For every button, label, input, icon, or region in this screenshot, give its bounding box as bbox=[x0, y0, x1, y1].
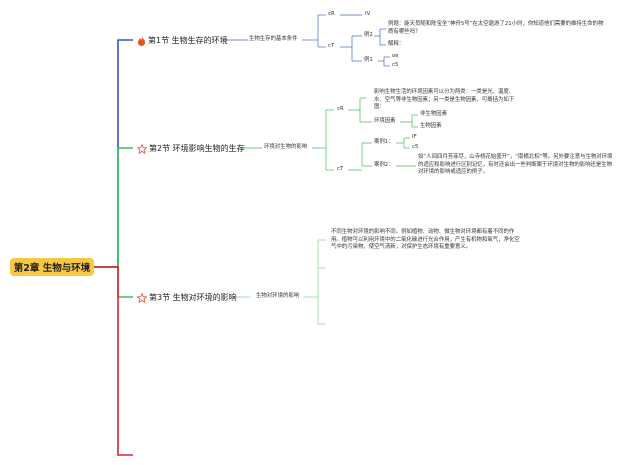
s1-ex1[interactable]: 例2 bbox=[364, 32, 373, 38]
s1-oe[interactable]: oe bbox=[392, 53, 399, 59]
s2-case2[interactable]: 案例2： bbox=[374, 162, 394, 168]
section-3-sub[interactable]: 生物对环境的影响 bbox=[256, 293, 300, 299]
s2-biotic[interactable]: 生物因素 bbox=[420, 123, 442, 129]
star-outline-icon bbox=[137, 292, 147, 303]
s2-ct[interactable]: cT bbox=[337, 166, 344, 172]
section2-lines bbox=[238, 97, 418, 171]
trunk-red bbox=[94, 266, 133, 456]
flame-icon bbox=[137, 35, 146, 46]
trunk-green bbox=[94, 147, 133, 268]
section-1-sub[interactable]: 生物生存的基本条件 bbox=[249, 36, 298, 42]
section-2-sub[interactable]: 环境对生物的影响 bbox=[264, 144, 308, 150]
section-3-title: 第3节 生物对环境的影响 bbox=[149, 293, 237, 302]
s2-factors[interactable]: 环境因素 bbox=[374, 118, 396, 124]
s1-ex2[interactable]: 例1 bbox=[364, 57, 373, 63]
s2-abiotic[interactable]: 非生物因素 bbox=[420, 111, 447, 117]
s1-ex1-text[interactable]: 例题：能天员随和陈宝坐“神舟5号”在太空遨游了21小时，你知道他们需要的维持生命… bbox=[388, 21, 604, 35]
root-title: 第2章 生物与环境 bbox=[13, 263, 91, 274]
s1-iv[interactable]: IV bbox=[365, 11, 371, 17]
trunk-green-lower bbox=[94, 266, 133, 298]
section3-lines bbox=[230, 239, 326, 325]
section-1-topic[interactable]: 第1节 生物生存的环境 bbox=[137, 35, 228, 46]
s2-cr[interactable]: cR bbox=[337, 106, 344, 112]
section-2-title: 第2节 环境影响生物的生存 bbox=[149, 144, 245, 153]
s2-c5[interactable]: c5 bbox=[412, 144, 419, 150]
trunk-blue bbox=[94, 39, 133, 268]
s2-case2-text[interactable]: 如“人间四月芳菲尽，山寺桃花始盛开”，“南橘北枳”等。另外要注意与生物对环境的适… bbox=[418, 154, 613, 175]
s1-c5[interactable]: c5 bbox=[392, 62, 399, 68]
section-3-topic[interactable]: 第3节 生物对环境的影响 bbox=[137, 292, 237, 303]
section1-lines bbox=[222, 14, 390, 67]
s1-cr[interactable]: cR bbox=[328, 11, 335, 17]
section-2-topic[interactable]: 第2节 环境影响生物的生存 bbox=[137, 143, 245, 154]
s3-text[interactable]: 不同生物对环境的影响不同。例如植物、动物、微生物对环境都有着不同的作用。植物可以… bbox=[331, 229, 520, 250]
s2-cr-text[interactable]: 影响生物生活的环境因素可以分为两类：一类是光、温度、水、空气等非生物因素；另一类… bbox=[374, 89, 515, 110]
s1-ct[interactable]: cT bbox=[328, 43, 335, 49]
s2-iif[interactable]: IF bbox=[412, 134, 417, 140]
s2-case1[interactable]: 案例1： bbox=[374, 139, 394, 145]
section-1-title: 第1节 生物生存的环境 bbox=[148, 36, 228, 45]
star-outline-icon bbox=[137, 143, 147, 154]
root-topic[interactable]: 第2章 生物与环境 bbox=[10, 258, 94, 276]
s1-ex1-answer[interactable]: 解释： bbox=[388, 41, 405, 47]
